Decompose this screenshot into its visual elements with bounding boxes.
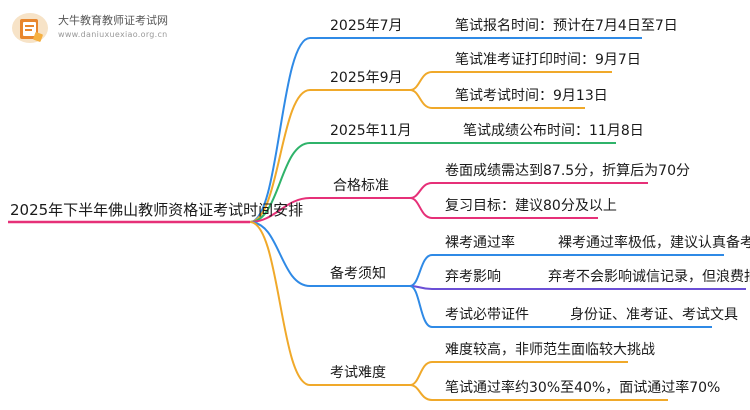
branch-label: 合格标准 [333,178,389,194]
branch-label: 2025年11月 [330,123,412,139]
leaf-text: 笔试通过率约30%至40%，面试通过率70% [445,380,721,396]
leaf-text: 弃考影响 [445,269,501,285]
branch-label: 备考须知 [330,266,386,282]
branch-label: 考试难度 [330,365,386,381]
mindmap-root: 2025年下半年佛山教师资格证考试时间安排 [10,201,304,219]
leaf-text: 卷面成绩需达到87.5分，折算后为70分 [445,163,690,179]
leaf-text: 笔试报名时间：预计在7月4日至7日 [455,18,678,34]
site-logo: 大牛教育教师证考试网 www.daniuxuexiao.org.cn [10,8,210,48]
leaf-text: 难度较高，非师范生面临较大挑战 [445,342,655,358]
leaf-detail: 裸考通过率极低，建议认真备考 [558,235,750,251]
leaf-text: 笔试准考证打印时间：9月7日 [455,52,641,68]
leaf-text: 考试必带证件 [445,307,529,323]
connector-branch-nov [249,142,311,223]
logo-name: 大牛教育教师证考试网 [58,14,168,27]
connector-branch-difficulty [249,221,311,386]
branch-label: 2025年7月 [330,18,403,34]
leaf-text: 裸考通过率 [445,235,515,251]
leaf-text: 复习目标：建议80分及以上 [445,198,617,214]
leaf-text: 笔试成绩公布时间：11月8日 [463,123,644,139]
connector-branch-sep [249,89,311,223]
leaf-detail: 弃考不会影响诚信记录，但浪费报名费 [548,269,750,285]
logo-domain: www.daniuxuexiao.org.cn [58,30,168,39]
connector-branch-standard [249,197,311,223]
connector-branch-prep [249,221,311,287]
leaf-detail: 身份证、准考证、考试文具 [570,307,738,323]
leaf-text: 笔试考试时间：9月13日 [455,88,608,104]
book-icon [12,13,48,43]
branch-label: 2025年9月 [330,70,403,86]
connector-branch-jul [249,37,311,223]
